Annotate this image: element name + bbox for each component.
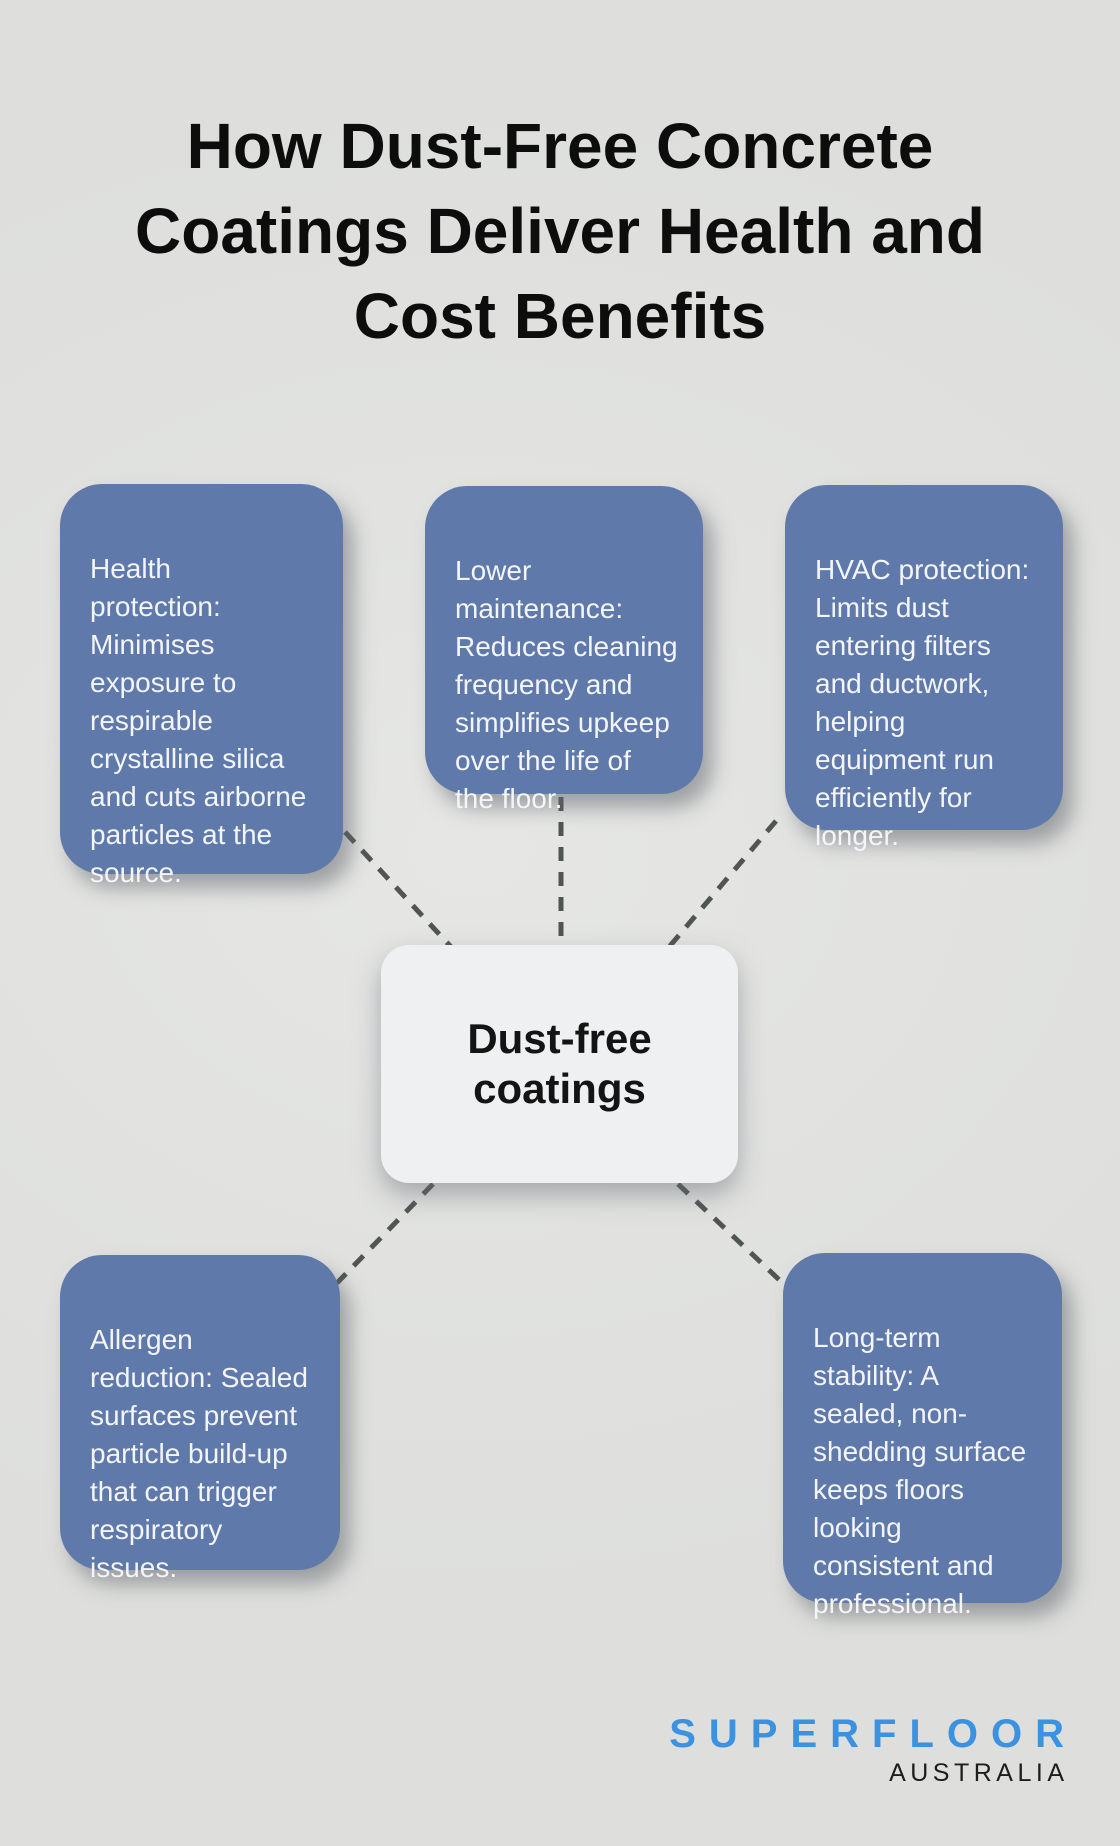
brand-logo: SUPERFLOOR AUSTRALIA	[669, 1712, 1064, 1788]
benefit-text-health-protection: Health protection: Minimises exposure to…	[90, 553, 307, 888]
connector-allergen-reduction	[335, 1182, 435, 1285]
connector-long-term-stability	[676, 1182, 792, 1292]
benefit-text-hvac-protection: HVAC protection: Limits dust entering fi…	[815, 554, 1030, 851]
benefit-card-hvac-protection: HVAC protection: Limits dust entering fi…	[785, 485, 1063, 851]
benefit-text-allergen-reduction: Allergen reduction: Sealed surfaces prev…	[90, 1324, 308, 1583]
benefit-card-allergen-reduction: Allergen reduction: Sealed surfaces prev…	[60, 1255, 340, 1583]
page-title: How Dust-Free Concrete Coatings Deliver …	[135, 110, 985, 352]
benefit-text-lower-maintenance: Lower maintenance: Reduces cleaning freq…	[455, 555, 678, 814]
benefit-card-health-protection: Health protection: Minimises exposure to…	[60, 484, 343, 888]
connector-health-protection	[343, 830, 454, 950]
central-node: Dust-free coatings	[381, 945, 738, 1183]
connector-hvac-protection	[667, 819, 778, 949]
benefit-text-long-term-stability: Long-term stability: A sealed, non- shed…	[813, 1322, 1027, 1619]
brand-name: SUPERFLOOR	[669, 1712, 1077, 1756]
benefit-card-lower-maintenance: Lower maintenance: Reduces cleaning freq…	[425, 486, 703, 814]
central-node-label: Dust-free coatings	[467, 1015, 652, 1112]
benefit-card-long-term-stability: Long-term stability: A sealed, non- shed…	[783, 1253, 1062, 1619]
brand-region: AUSTRALIA	[889, 1759, 1069, 1787]
